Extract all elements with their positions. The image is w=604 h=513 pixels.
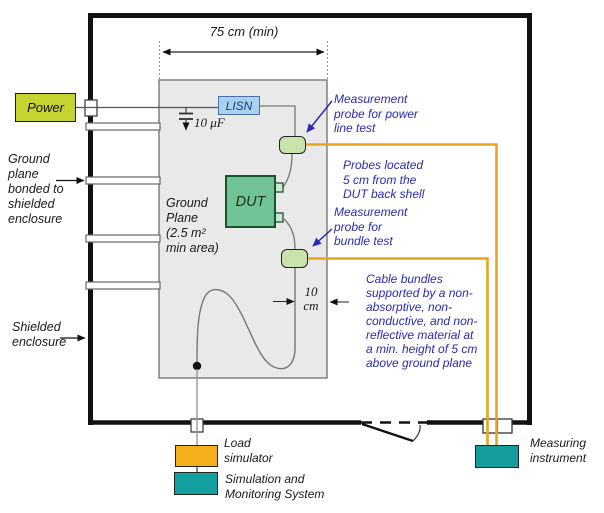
load-simulator-box (175, 445, 218, 467)
probes-located-annotation: Probes located 5 cm from the DUT back sh… (343, 158, 425, 201)
simulation-monitoring-box (174, 472, 218, 495)
junction-dot (192, 361, 202, 371)
dut-box: DUT (225, 175, 276, 228)
lisn-to-probe-wire (260, 105, 296, 136)
door-swing-arc (412, 424, 421, 442)
load-simulator-label: Load simulator (224, 436, 273, 465)
bundle-probe (281, 249, 308, 268)
power-box: Power (15, 93, 76, 122)
ground-bond-label: Ground plane bonded to shielded enclosur… (8, 152, 64, 226)
bonding-strap (85, 122, 161, 131)
dim-10cm-label: 10 cm (303, 284, 319, 313)
measurement-cable-bundle (308, 257, 489, 446)
bonding-strap (85, 281, 161, 290)
power-probe-annotation: Measurement probe for power line test (334, 92, 419, 135)
shielded-enclosure-label: Shielded enclosure (12, 320, 67, 349)
bundle-probe-annotation: Measurement probe for bundle test (334, 205, 408, 248)
dim-75cm-label: 75 cm (min) (209, 24, 279, 39)
dut-to-probe2-wire (282, 217, 296, 250)
ground-plane-label: Ground Plane (2.5 m² min area) (166, 196, 219, 255)
lisn-box: LISN (218, 96, 260, 115)
probe1-to-dut-wire (282, 153, 293, 188)
dut-connector-tab (274, 182, 284, 193)
simulation-monitoring-label: Simulation and Monitoring System (225, 472, 325, 501)
measuring-instrument-box (475, 445, 519, 468)
cable-bundle-scurve (196, 268, 296, 370)
measuring-instrument-label: Measuring instrument (530, 436, 587, 465)
door-leaf (361, 422, 414, 443)
cable-bundles-annotation: Cable bundles supported by a non- absorp… (366, 272, 478, 370)
dut-connector-tab (274, 212, 284, 223)
capacitor-value-label: 10 μF (194, 115, 225, 130)
measurement-cable-power-line (306, 143, 498, 446)
bundle-probe-annotation-arrow (312, 228, 333, 247)
bonding-strap (85, 176, 161, 185)
bonding-strap (85, 234, 161, 243)
power-line-probe (279, 136, 306, 154)
power-probe-annotation-arrow (306, 100, 333, 133)
